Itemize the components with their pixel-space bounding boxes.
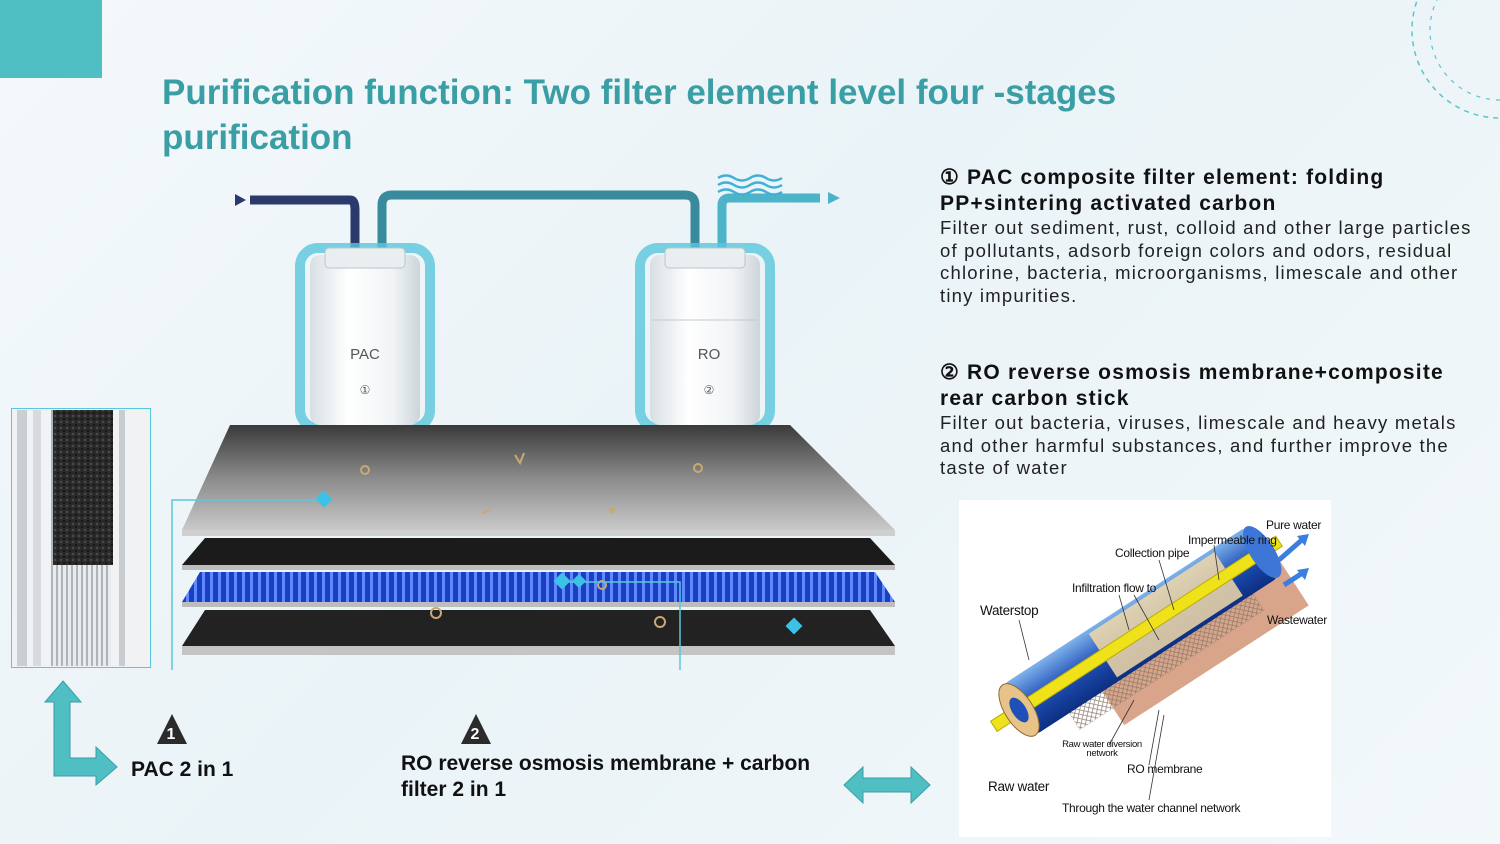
label-ro-membrane: RO membrane [1127,762,1203,776]
stage1-text: Filter out sediment, rust, colloid and o… [940,217,1472,306]
stage2-heading: ② RO reverse osmosis membrane+composite … [940,361,1444,410]
label-water-channel: Through the water channel network [1062,801,1241,815]
ro-membrane-diagram: Pure water Impermeable ring Collection p… [959,500,1331,837]
pac-filter-number: ① [359,383,371,397]
label-raw-water: Raw water [988,779,1050,794]
page-title: Purification function: Two filter elemen… [162,73,1117,157]
corner-accent-block [0,0,102,78]
label-pure-water: Pure water [1266,518,1322,532]
stage1-description: ① PAC composite filter element: folding … [940,165,1480,307]
ro-membrane-drawing [989,526,1309,801]
stage2-description: ② RO reverse osmosis membrane+composite … [940,360,1480,480]
decorative-dashed-circle [1411,0,1500,119]
label-waterstop: Waterstop [980,603,1039,618]
pac-caption: PAC 2 in 1 [131,758,234,781]
l-arrow-icon [44,680,118,786]
label-infiltration: Infiltration flow to [1072,581,1157,595]
stage1-heading: ① PAC composite filter element: folding … [940,166,1385,215]
label-collection-pipe: Collection pipe [1115,546,1190,560]
pac-filter-label: PAC [350,346,380,363]
label-raw-water-diversion: Raw water diversion network [1062,739,1142,759]
double-arrow-icon [843,766,931,804]
ro-caption: RO reverse osmosis membrane + carbon fil… [401,752,811,801]
stage2-text: Filter out bacteria, viruses, limescale … [940,412,1457,478]
ro-filter-label: RO [697,346,721,363]
label-impermeable-ring: Impermeable ring [1188,533,1277,547]
pac-cross-section-image [11,408,151,668]
marker-number-2: 2 [470,726,480,743]
marker-triangle-2 [461,714,491,744]
marker-number-1: 1 [166,726,176,743]
ro-filter-number: ② [703,383,715,397]
label-wastewater: Wastewater [1267,613,1327,627]
marker-triangle-1 [157,714,187,744]
filter-illustration [171,174,895,670]
